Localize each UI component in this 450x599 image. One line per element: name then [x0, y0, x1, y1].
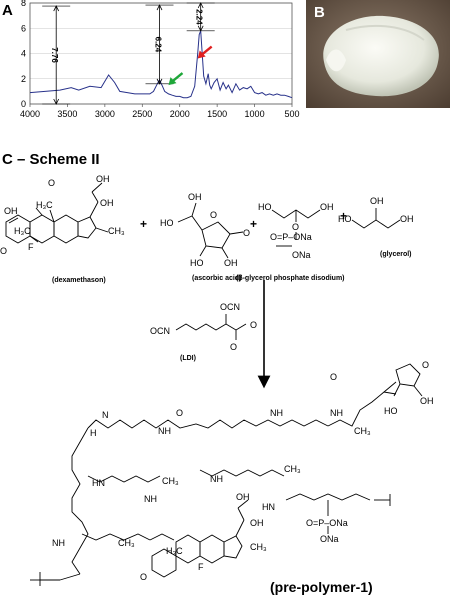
x-tick-label: 500	[284, 109, 299, 119]
peak-annotations: 7.76 6.24 2.24	[42, 2, 215, 105]
svg-text:HO: HO	[160, 218, 174, 228]
svg-text:OH: OH	[370, 196, 384, 206]
svg-text:F: F	[198, 562, 204, 572]
svg-text:OH: OH	[224, 258, 238, 268]
y-tick-label: 4	[21, 49, 26, 59]
svg-text:OH: OH	[4, 206, 18, 216]
x-tick-label: 4000	[20, 109, 40, 119]
svg-text:HN: HN	[262, 502, 275, 512]
svg-text:OH: OH	[96, 174, 110, 184]
peak-arrows	[168, 45, 213, 86]
svg-text:O: O	[140, 572, 147, 582]
label-dexamethasone: (dexamethason)	[52, 277, 106, 284]
svg-text:H₃C: H₃C	[36, 200, 53, 210]
y-tick-label: 2	[21, 74, 26, 84]
x-tick-label: 3000	[95, 109, 115, 119]
svg-text:OH: OH	[420, 396, 434, 406]
scaffold-photo	[306, 0, 450, 108]
ascorbic-acid-structure	[177, 202, 244, 259]
x-tick-label: 2500	[132, 109, 152, 119]
svg-text:O: O	[176, 408, 183, 418]
svg-text:O=P–ONa: O=P–ONa	[270, 232, 312, 242]
plus-sign-2: +	[250, 217, 257, 231]
label-prepolymer: (pre-polymer-1)	[270, 579, 373, 595]
svg-text:OH: OH	[100, 198, 114, 208]
x-tick-label: 2000	[170, 109, 190, 119]
annotation-label: 2.24	[195, 9, 204, 25]
annotation-label: 7.76	[50, 47, 59, 63]
svg-text:OH: OH	[250, 518, 264, 528]
svg-text:NH: NH	[330, 408, 343, 418]
svg-text:NH: NH	[270, 408, 283, 418]
svg-text:N: N	[102, 410, 109, 420]
svg-text:OH: OH	[236, 492, 250, 502]
label-ldi: (LDI)	[180, 355, 196, 362]
svg-text:HO: HO	[258, 202, 272, 212]
label-glycerol: (glycerol)	[380, 251, 412, 258]
svg-text:CH₃: CH₃	[284, 464, 301, 474]
svg-text:CH₃: CH₃	[250, 542, 267, 552]
svg-text:NH: NH	[144, 494, 157, 504]
svg-text:CH₃: CH₃	[162, 476, 179, 486]
x-tick-label: 1000	[245, 109, 265, 119]
plus-sign-3: +	[340, 209, 347, 223]
plus-sign-1: +	[140, 217, 147, 231]
svg-text:ONa: ONa	[292, 250, 311, 260]
panel-label-c: C – Scheme II	[2, 151, 100, 168]
panel-label-a: A	[2, 2, 13, 19]
svg-text:HO: HO	[338, 214, 352, 224]
svg-text:OCN: OCN	[220, 302, 240, 312]
peak-arrowhead	[197, 50, 206, 59]
svg-text:O: O	[422, 360, 429, 370]
prepolymer-structure	[30, 363, 423, 586]
svg-text:O: O	[250, 320, 257, 330]
svg-text:O: O	[230, 342, 237, 352]
svg-text:OH: OH	[320, 202, 334, 212]
x-tick-label: 1500	[207, 109, 227, 119]
y-axis-ticks: 0 2 4 6 8	[21, 0, 26, 109]
ldi-structure	[175, 314, 247, 340]
annotation-label: 6.24	[154, 37, 163, 53]
svg-text:CH₃: CH₃	[354, 426, 371, 436]
svg-text:HO: HO	[384, 406, 398, 416]
label-glycerophosphate: (β-glycerol phosphate disodium)	[236, 275, 345, 282]
panel-label-b: B	[314, 4, 325, 21]
svg-text:O=P–ONa: O=P–ONa	[306, 518, 348, 528]
svg-text:CH₃: CH₃	[108, 226, 125, 236]
svg-text:OCN: OCN	[150, 326, 170, 336]
svg-text:H₃C: H₃C	[166, 546, 183, 556]
peak-arrowhead	[168, 77, 177, 86]
svg-text:O: O	[210, 210, 217, 220]
svg-text:HN: HN	[92, 478, 105, 488]
svg-text:H₃C: H₃C	[14, 226, 31, 236]
ftir-spectrum-chart: 0 2 4 6 8 4000 3500 3000 2500 2000 1500 1000 500 7.…	[20, 0, 300, 119]
y-tick-label: 6	[21, 23, 26, 33]
svg-text:OH: OH	[188, 192, 202, 202]
label-ascorbic-acid: (ascorbic acid)	[192, 275, 241, 282]
y-tick-label: 0	[21, 99, 26, 109]
glycerophosphate-structure	[271, 209, 321, 247]
svg-text:HO: HO	[190, 258, 204, 268]
svg-text:O: O	[48, 178, 55, 188]
svg-text:O: O	[330, 372, 337, 382]
reaction-scheme: O OH OH H₃C OH CH₃ H₃C F O HO OH O O HO …	[0, 174, 434, 595]
atom-labels: O OH OH H₃C OH CH₃ H₃C F O HO OH O O HO …	[0, 174, 434, 582]
glycerol-structure	[351, 208, 401, 229]
svg-text:H: H	[90, 428, 97, 438]
svg-text:NH: NH	[158, 426, 171, 436]
svg-text:O: O	[243, 228, 250, 238]
x-tick-label: 3500	[57, 109, 77, 119]
svg-text:NH: NH	[210, 474, 223, 484]
svg-text:CH₃: CH₃	[118, 538, 135, 548]
svg-text:O: O	[292, 222, 299, 232]
plot-frame	[29, 2, 293, 105]
svg-text:ONa: ONa	[320, 534, 339, 544]
x-axis-ticks: 4000 3500 3000 2500 2000 1500 1000 500	[20, 104, 300, 119]
dexamethasone-structure	[5, 182, 109, 244]
y-tick-label: 8	[21, 0, 26, 8]
svg-text:O: O	[0, 246, 7, 256]
svg-text:F: F	[28, 242, 34, 252]
svg-text:NH: NH	[52, 538, 65, 548]
svg-text:OH: OH	[400, 214, 414, 224]
